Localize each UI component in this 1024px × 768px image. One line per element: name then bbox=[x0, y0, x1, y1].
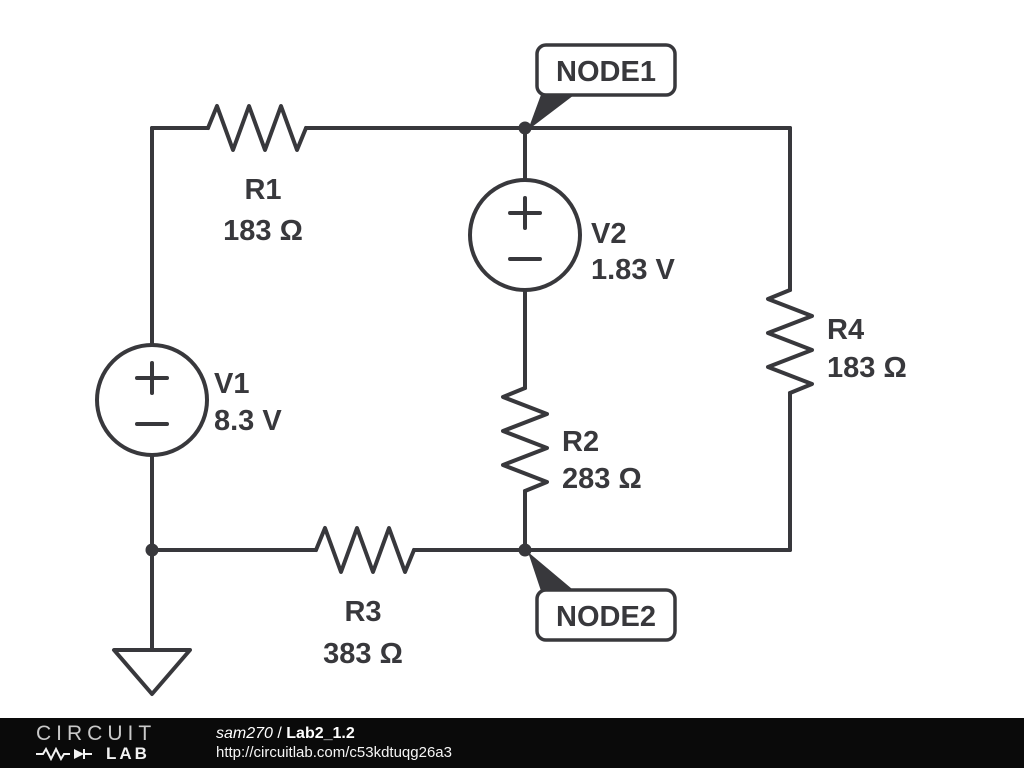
resistor-diode-icon bbox=[36, 747, 92, 762]
footer-url: http://circuitlab.com/c53kdtuqg26a3 bbox=[216, 743, 452, 761]
v2-circle bbox=[468, 178, 582, 292]
node1-label: NODE1 bbox=[556, 56, 656, 88]
node2-callout-box bbox=[535, 588, 677, 642]
footer-author: sam270 bbox=[216, 724, 273, 742]
logo-lab-text: LAB bbox=[106, 744, 150, 764]
node1-callout-pointer bbox=[528, 92, 578, 130]
v1-name-label: V1 bbox=[214, 368, 249, 400]
v2-value-label: 1.83 V bbox=[591, 254, 675, 286]
left-bottom-junction-dot bbox=[145, 543, 159, 557]
node2-junction-dot bbox=[518, 543, 532, 557]
ground-icon bbox=[112, 648, 192, 696]
v1-value-label: 8.3 V bbox=[214, 405, 282, 437]
r1-value-label: 183 Ω bbox=[223, 215, 303, 247]
logo-circuit-text: CIRCUIT bbox=[36, 722, 157, 746]
footer-title: Lab2_1.2 bbox=[286, 724, 355, 742]
r4-value-label: 183 Ω bbox=[827, 352, 907, 384]
v1-circle bbox=[95, 343, 209, 457]
footer-meta: sam270 / Lab2_1.2 http://circuitlab.com/… bbox=[216, 724, 452, 763]
footer-separator: / bbox=[272, 724, 287, 742]
r3-value-label: 383 Ω bbox=[323, 638, 403, 670]
r2-value-label: 283 Ω bbox=[562, 463, 642, 495]
logo-bottom-row: LAB bbox=[36, 745, 186, 763]
node2-label: NODE2 bbox=[556, 601, 656, 633]
r3-name-label: R3 bbox=[344, 596, 381, 628]
resistor-r2-symbol bbox=[501, 386, 549, 493]
node1-junction-dot bbox=[518, 121, 532, 135]
footer-bar: CIRCUIT LAB sam270 / Lab2_1.2 http://cir… bbox=[0, 718, 1024, 768]
node2-callout-pointer bbox=[528, 552, 578, 594]
r2-name-label: R2 bbox=[562, 426, 599, 458]
circuitlab-logo: CIRCUIT LAB bbox=[36, 722, 186, 763]
resistor-r4-symbol bbox=[766, 288, 814, 395]
voltage-source-v1-symbol bbox=[95, 343, 209, 457]
resistor-r1-symbol bbox=[206, 104, 308, 152]
r4-name-label: R4 bbox=[827, 314, 864, 346]
node2-callout: NODE2 bbox=[528, 552, 677, 642]
resistor-r3-symbol bbox=[314, 526, 416, 574]
footer-author-title-line: sam270 / Lab2_1.2 bbox=[216, 724, 452, 744]
r1-name-label: R1 bbox=[244, 174, 281, 206]
v2-name-label: V2 bbox=[591, 218, 626, 250]
circuit-schematic-canvas: NODE1 NODE2 R1 183 Ω V2 1.83 V R4 183 Ω … bbox=[95, 43, 907, 696]
node1-callout: NODE1 bbox=[528, 43, 677, 130]
voltage-source-v2-symbol bbox=[468, 178, 582, 292]
node1-callout-box bbox=[535, 43, 677, 97]
